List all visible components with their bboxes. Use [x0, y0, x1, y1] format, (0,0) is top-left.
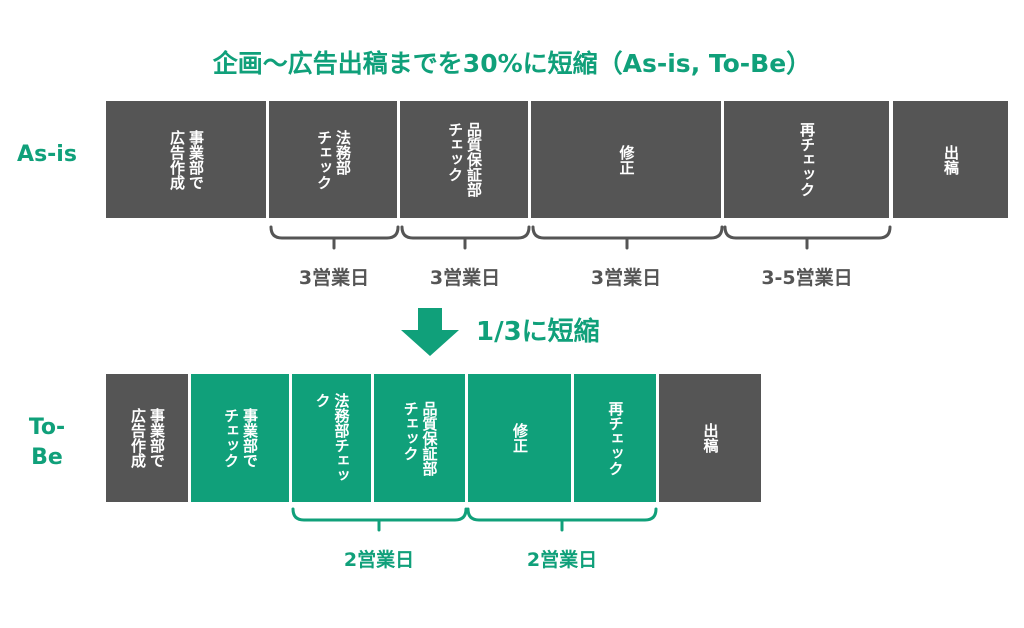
reduction-label: 1/3に短縮	[476, 317, 600, 347]
asis-row-label: As-is	[17, 142, 77, 167]
asis-step-legal-check: 法務部 チェック	[269, 101, 397, 218]
diagram-title: 企画〜広告出稿までを30%に短縮（As-is, To-Be）	[212, 49, 812, 78]
down-arrow-icon	[401, 308, 459, 356]
asis-step-publish: 出稿	[893, 101, 1008, 218]
tobe-step-label: 事業部で チェック	[222, 408, 259, 468]
tobe-bracket-checks	[291, 507, 468, 532]
asis-duration-revision: 3営業日	[590, 267, 662, 289]
tobe-duration-revise: 2営業日	[526, 549, 598, 571]
asis-bracket-qa	[400, 225, 531, 250]
asis-duration-qa: 3営業日	[429, 267, 501, 289]
asis-step-label: 再チェック	[798, 122, 816, 197]
tobe-row-label: To- Be	[28, 415, 66, 470]
asis-bracket-revision	[531, 225, 724, 250]
tobe-step-label: 法務部チェッ ク	[313, 393, 351, 483]
tobe-bracket-revise	[466, 507, 658, 532]
tobe-step-label: 修正	[511, 423, 529, 453]
tobe-step-revision: 修正	[468, 374, 571, 502]
tobe-step-ad-creation: 事業部で 広告作成	[106, 374, 188, 502]
tobe-duration-checks: 2営業日	[343, 549, 415, 571]
asis-bracket-recheck	[723, 225, 892, 250]
asis-step-ad-creation: 事業部で 広告作成	[106, 101, 266, 218]
asis-step-label: 法務部 チェック	[315, 129, 352, 190]
asis-step-label: 出稿	[942, 144, 960, 175]
asis-duration-recheck: 3-5営業日	[761, 267, 853, 289]
asis-bracket-legal	[269, 225, 400, 250]
tobe-step-label: 品質保証部 チェック	[401, 400, 439, 476]
asis-step-qa-check: 品質保証部 チェック	[400, 101, 528, 218]
tobe-step-qa-check: 品質保証部 チェック	[374, 374, 465, 502]
asis-step-label: 品質保証部 チェック	[446, 122, 483, 197]
asis-step-label: 修正	[617, 144, 636, 175]
asis-step-recheck: 再チェック	[724, 101, 889, 218]
tobe-step-publish: 出稿	[659, 374, 761, 502]
tobe-step-label: 再チェック	[606, 400, 625, 476]
tobe-step-recheck: 再チェック	[574, 374, 656, 502]
asis-duration-legal: 3営業日	[298, 267, 370, 289]
tobe-step-label: 出稿	[701, 423, 720, 453]
tobe-step-label: 事業部で 広告作成	[129, 408, 166, 468]
asis-step-revision: 修正	[531, 101, 721, 218]
tobe-step-legal-check: 法務部チェッ ク	[292, 374, 371, 502]
tobe-step-dept-check: 事業部で チェック	[191, 374, 289, 502]
asis-step-label: 事業部で 広告作成	[168, 129, 205, 190]
